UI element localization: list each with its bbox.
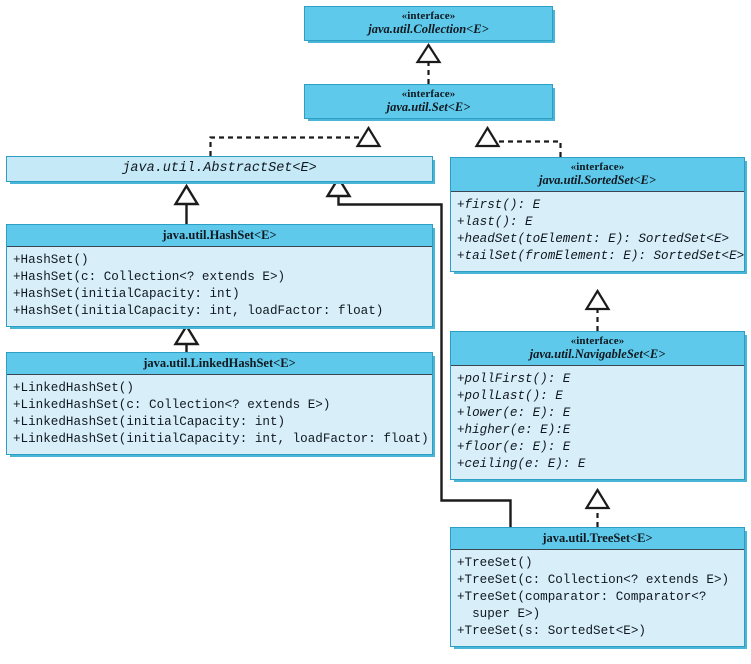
- member-row: +TreeSet(s: SortedSet<E>): [457, 623, 646, 638]
- class-box-navigable-set[interactable]: «interface» java.util.NavigableSet<E> +p…: [450, 331, 745, 480]
- member-row: +LinkedHashSet(initialCapacity: int): [13, 414, 286, 429]
- class-header-abstract-set: java.util.AbstractSet<E>: [7, 157, 432, 182]
- stereotype-label: «interface»: [401, 88, 456, 100]
- class-header-collection: «interface» java.util.Collection<E>: [305, 7, 552, 41]
- class-header-set: «interface» java.util.Set<E>: [305, 85, 552, 119]
- class-box-linked-hash-set[interactable]: java.util.LinkedHashSet<E> +LinkedHashSe…: [6, 352, 433, 455]
- member-row: +last(): E: [457, 215, 533, 230]
- class-box-tree-set[interactable]: java.util.TreeSet<E> +TreeSet() +TreeSet…: [450, 527, 745, 647]
- class-name-label: java.util.HashSet<E>: [162, 228, 277, 242]
- class-members-linked-hash-set: +LinkedHashSet() +LinkedHashSet(c: Colle…: [7, 375, 432, 454]
- member-row: +TreeSet(): [457, 556, 533, 570]
- line-set-realizes-collection: [415, 42, 442, 84]
- stereotype-label: «interface»: [570, 161, 625, 173]
- member-row: +first(): E: [457, 198, 541, 213]
- member-row: +HashSet(initialCapacity: int): [13, 286, 240, 301]
- member-row: +TreeSet(comparator: Comparator<?: [457, 589, 707, 604]
- member-row: +LinkedHashSet(initialCapacity: int, loa…: [13, 431, 429, 446]
- stereotype-label: «interface»: [401, 10, 456, 22]
- class-box-set[interactable]: «interface» java.util.Set<E>: [304, 84, 553, 120]
- member-row: +lower(e: E): E: [457, 406, 571, 421]
- class-box-abstract-set[interactable]: java.util.AbstractSet<E>: [6, 156, 433, 183]
- class-members-tree-set: +TreeSet() +TreeSet(c: Collection<? exte…: [451, 550, 744, 646]
- class-name-label: java.util.Collection<E>: [368, 22, 489, 37]
- class-name-label: java.util.SortedSet<E>: [538, 173, 657, 188]
- class-box-collection[interactable]: «interface» java.util.Collection<E>: [304, 6, 553, 42]
- class-members-sorted-set: +first(): E +last(): E +headSet(toElemen…: [451, 192, 744, 271]
- member-row: +TreeSet(c: Collection<? extends E>): [457, 572, 730, 587]
- class-name-label: java.util.LinkedHashSet<E>: [143, 356, 296, 370]
- stereotype-label: «interface»: [570, 335, 625, 347]
- class-box-hash-set[interactable]: java.util.HashSet<E> +HashSet() +HashSet…: [6, 224, 433, 327]
- member-row: +HashSet(c: Collection<? extends E>): [13, 269, 286, 284]
- member-row: +higher(e: E):E: [457, 423, 571, 438]
- line-treeset-realizes-navigableset: [584, 487, 611, 527]
- member-row: +HashSet(): [13, 253, 89, 267]
- member-row: +HashSet(initialCapacity: int, loadFacto…: [13, 303, 384, 318]
- line-hashset-extends-abstractset: [173, 183, 200, 224]
- line-navigableset-extends-sortedset: [584, 288, 611, 331]
- class-name-label: java.util.NavigableSet<E>: [529, 347, 666, 362]
- member-row: +LinkedHashSet(): [13, 381, 134, 395]
- member-row: +tailSet(fromElement: E): SortedSet<E>: [457, 249, 745, 264]
- class-name-label: java.util.Set<E>: [386, 100, 471, 115]
- member-row: +headSet(toElement: E): SortedSet<E>: [457, 232, 730, 247]
- member-row: +ceiling(e: E): E: [457, 457, 586, 471]
- class-members-hash-set: +HashSet() +HashSet(c: Collection<? exte…: [7, 247, 432, 326]
- class-header-tree-set: java.util.TreeSet<E>: [451, 528, 744, 550]
- line-sortedset-realizes-set: [474, 125, 562, 157]
- class-header-sorted-set: «interface» java.util.SortedSet<E>: [451, 158, 744, 193]
- line-linkedhashset-extends-hashset: [173, 323, 200, 352]
- class-header-linked-hash-set: java.util.LinkedHashSet<E>: [7, 353, 432, 375]
- member-row: super E>): [457, 606, 541, 621]
- line-abstractset-realizes-set: [209, 125, 382, 156]
- member-row: +LinkedHashSet(c: Collection<? extends E…: [13, 397, 331, 412]
- member-row: +floor(e: E): E: [457, 440, 571, 455]
- member-row: +pollLast(): E: [457, 389, 563, 404]
- class-header-navigable-set: «interface» java.util.NavigableSet<E>: [451, 332, 744, 367]
- class-members-navigable-set: +pollFirst(): E +pollLast(): E +lower(e:…: [451, 366, 744, 479]
- class-header-hash-set: java.util.HashSet<E>: [7, 225, 432, 247]
- member-row: +pollFirst(): E: [457, 372, 571, 387]
- class-box-sorted-set[interactable]: «interface» java.util.SortedSet<E> +firs…: [450, 157, 745, 273]
- class-name-label: java.util.AbstractSet<E>: [122, 161, 317, 176]
- class-name-label: java.util.TreeSet<E>: [542, 531, 653, 545]
